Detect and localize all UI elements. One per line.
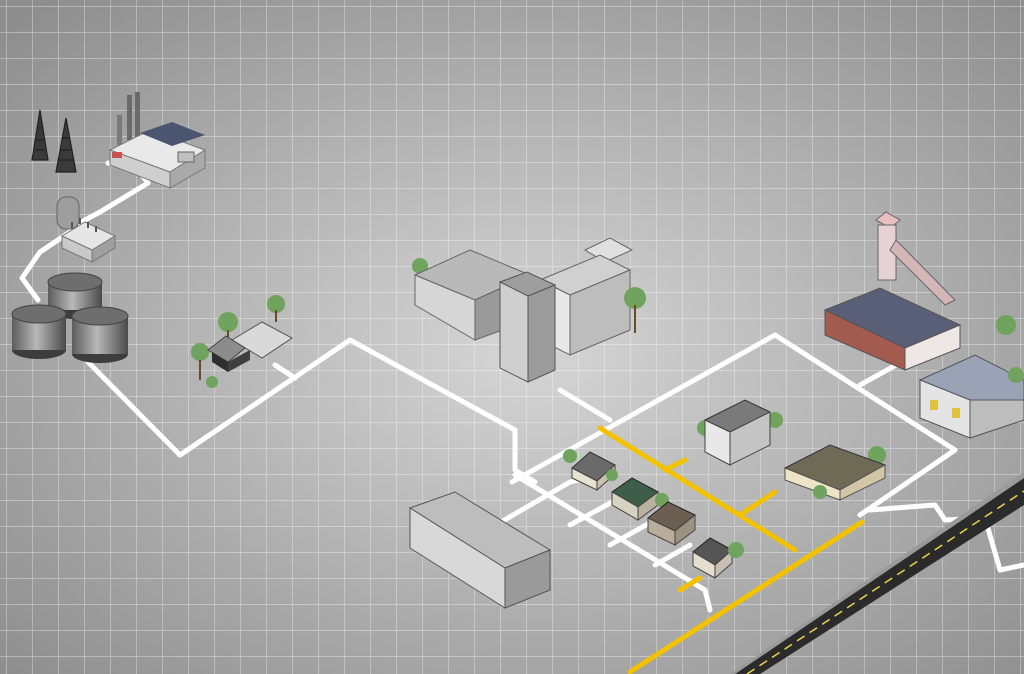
low-office-building-icon [408,491,552,609]
network-lines [19,160,1024,613]
office-towers-icon [412,237,646,383]
power-plant-icon [108,92,207,189]
warehouse-icon [918,354,1024,439]
ranch-house-icon [783,444,887,501]
mining-factory-icon [823,211,1016,371]
residential-houses-icon [563,449,744,580]
two-story-house-icon [697,399,783,466]
storage-tanks-icon [11,272,129,363]
oil-derricks-icon [31,109,77,173]
transformer-substation-icon [56,196,117,263]
small-house-icon [191,295,293,388]
highway-road [730,472,1024,674]
distribution-lines [597,425,865,674]
